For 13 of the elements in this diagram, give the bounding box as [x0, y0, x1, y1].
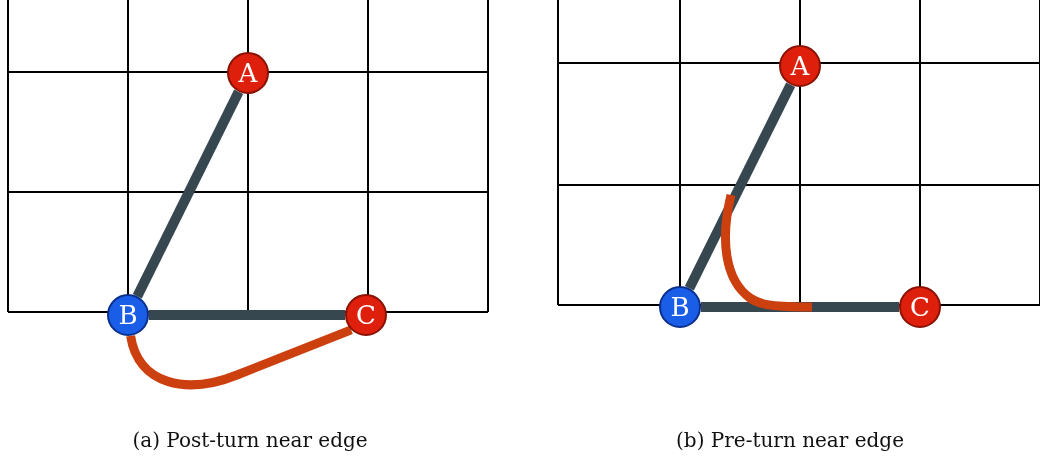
graph-edge [132, 89, 244, 299]
route-curve [126, 325, 353, 390]
vertex-circle: A [227, 52, 269, 94]
graph-edge [684, 82, 796, 291]
graph-edge [701, 302, 899, 312]
graph-edge [149, 310, 345, 320]
figure-caption: (b) Pre-turn near edge [676, 428, 904, 452]
vertex-circle: A [779, 45, 821, 87]
figure-caption: (a) Post-turn near edge [132, 428, 368, 452]
vertex-circle: B [659, 286, 701, 328]
vertex-circle: B [107, 294, 149, 336]
vertex-circle: C [899, 286, 941, 328]
vertex-circle: C [345, 294, 387, 336]
